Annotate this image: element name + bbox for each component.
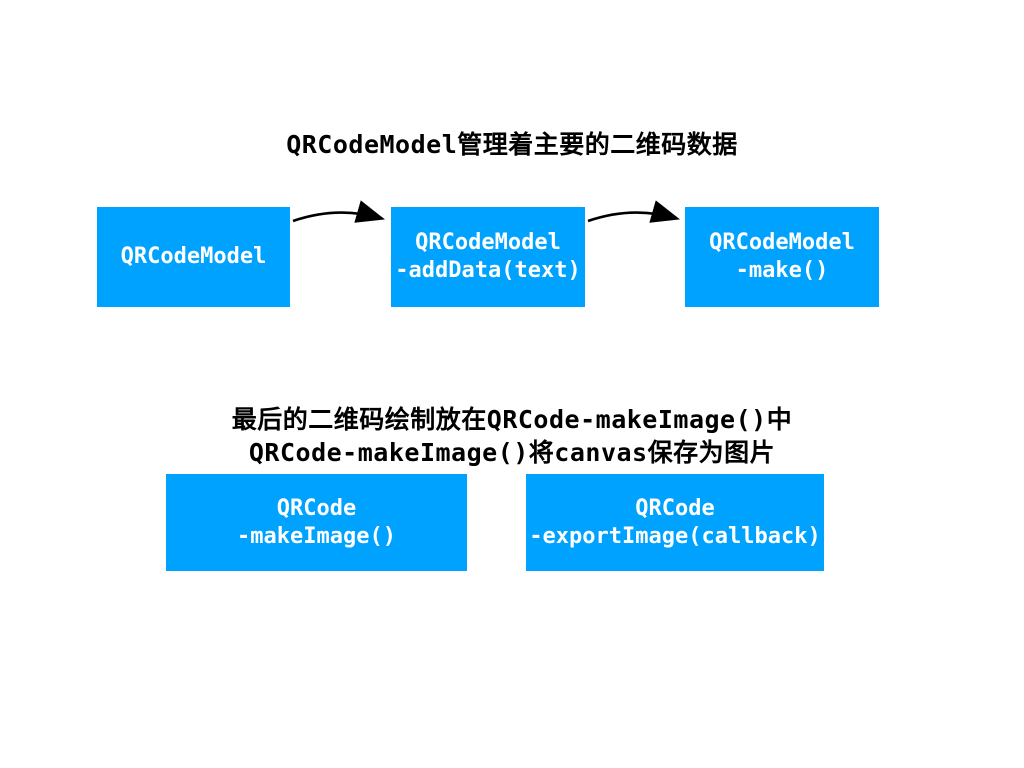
box-label-line: -makeImage() (237, 523, 396, 549)
box-label-line: -addData(text) (395, 258, 581, 283)
box-label-line: QRCode (276, 495, 357, 521)
box-label-line: QRCodeModel (415, 230, 561, 255)
flow-arrow-1 (292, 200, 386, 223)
box-label-line: QRCodeModel (709, 230, 855, 255)
box-label-line: -exportImage(callback) (529, 523, 821, 549)
slide-title: QRCodeModel管理着主要的二维码数据 (286, 130, 738, 159)
bottom-caption-line2: QRCode-makeImage()将canvas保存为图片 (248, 438, 776, 467)
box-qrcode-makeimage: QRCode -makeImage() (166, 474, 467, 571)
box-qrcodemodel-make: QRCodeModel -make() (685, 207, 879, 307)
box-label-line: -make() (735, 258, 829, 283)
box-qrcodemodel: QRCodeModel (97, 207, 290, 307)
box-qrcodemodel-adddata: QRCodeModel -addData(text) (391, 207, 585, 307)
box-label-line: QRCode (635, 495, 715, 521)
flow-arrow-2 (587, 200, 681, 223)
bottom-caption-line1: 最后的二维码绘制放在QRCode-makeImage()中 (231, 405, 793, 434)
bottom-caption: 最后的二维码绘制放在QRCode-makeImage()中 QRCode-mak… (0, 403, 1024, 469)
box-label-line: QRCodeModel (120, 244, 267, 269)
box-qrcode-exportimage: QRCode -exportImage(callback) (526, 474, 824, 571)
